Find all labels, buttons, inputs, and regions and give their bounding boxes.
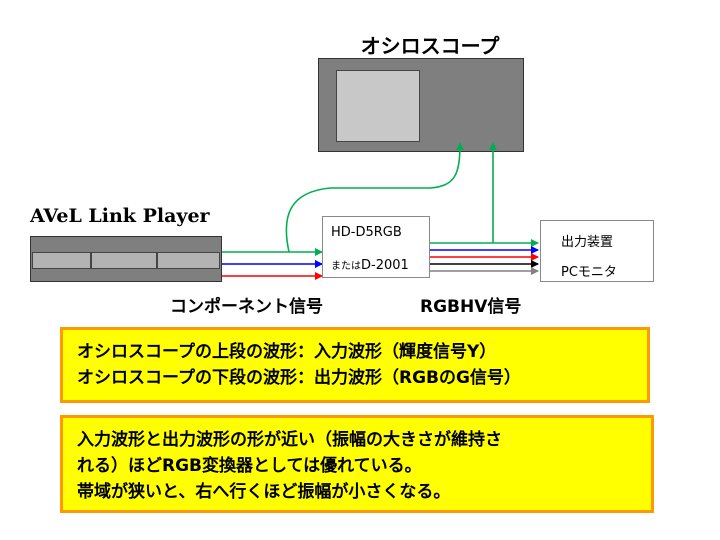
rgbhv-signal-caption: RGBHV信号 [420, 297, 522, 317]
waveform-legend-note: オシロスコープの上段の波形：入力波形（輝度信号Y） オシロスコープの下段の波形：… [60, 327, 650, 403]
evaluation-note: 入力波形と出力波形の形が近い（振幅の大きさが維持さ れる）ほどRGB変換器として… [60, 415, 654, 513]
player-slot-1 [32, 252, 91, 269]
converter-box: HD-D5RGB またはD-2001 [322, 216, 430, 278]
evaluation-text-2: れる）ほどRGB変換器としては優れている。 [77, 456, 422, 476]
wire-input-to-scope [285, 142, 464, 253]
upper-waveform-text: オシロスコープの上段の波形：入力波形（輝度信号Y） [77, 342, 497, 362]
converter-model-1: HD-D5RGB [331, 225, 402, 240]
oscilloscope-screen [336, 70, 420, 142]
converter-alt-prefix: または [331, 261, 361, 272]
player-slot-2 [91, 252, 157, 269]
output-device-label: 出力装置 [561, 235, 614, 250]
lower-waveform-text: オシロスコープの下段の波形：出力波形（RGBのG信号） [77, 368, 521, 388]
player-slot-3 [157, 252, 220, 269]
oscilloscope-title: オシロスコープ [360, 34, 500, 58]
evaluation-text-1: 入力波形と出力波形の形が近い（振幅の大きさが維持さ [77, 430, 502, 450]
output-device-box: 出力装置 PCモニタ [540, 220, 654, 282]
component-signal-caption: コンポーネント信号 [170, 297, 323, 317]
pc-monitor-label: PCモニタ [561, 265, 617, 280]
player-title: AVeL Link Player [30, 205, 210, 227]
converter-alt-model: D-2001 [361, 258, 409, 273]
evaluation-text-3: 帯域が狭いと、右へ行くほど振幅が小さくなる。 [77, 482, 451, 502]
converter-model-2: またはD-2001 [331, 257, 409, 273]
